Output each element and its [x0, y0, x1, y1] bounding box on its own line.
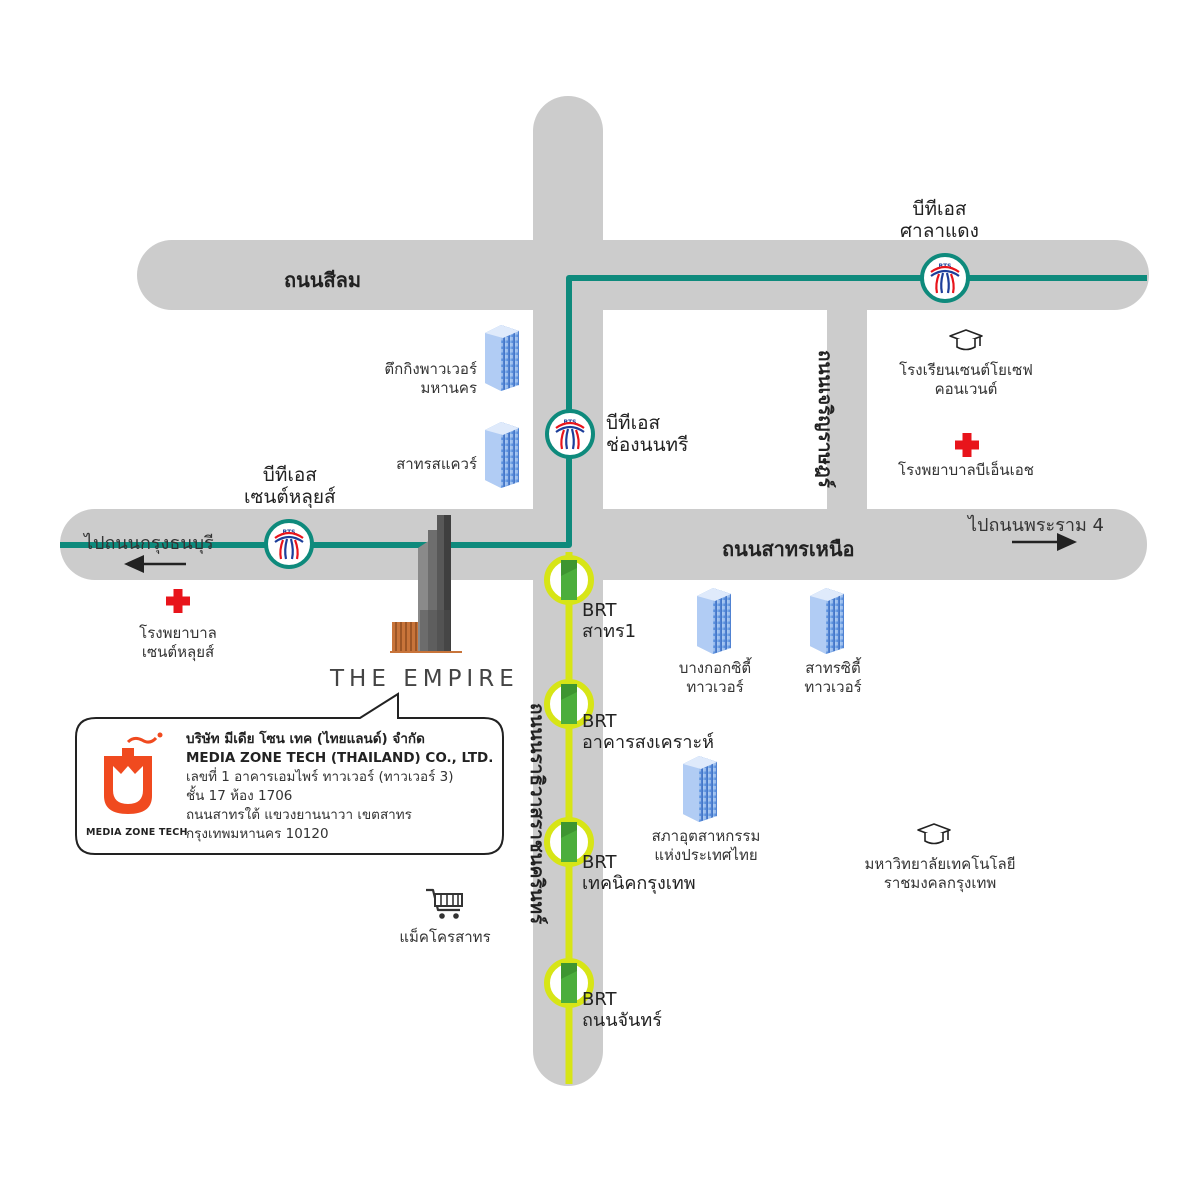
hospital-cross-icon — [166, 589, 190, 613]
bts-line — [60, 275, 1147, 548]
sathorn-nuea-road — [60, 509, 1147, 580]
empire-tower-icon — [390, 515, 462, 653]
road-label-sathorn-nuea: ถนนสาทรเหนือ — [722, 537, 855, 561]
road-label-narathiwat: ถนนนราธิวาสราชนครินทร์ — [526, 703, 548, 925]
bts-label-saint-louis: บีทีเอสเซนต์หลุยส์ — [244, 464, 336, 508]
landmark-st-joseph[interactable]: โรงเรียนเซนต์โยเซฟคอนเวนต์ — [899, 361, 1033, 398]
road-label-silom: ถนนสีลม — [284, 268, 362, 292]
company-logo — [104, 732, 163, 814]
empire-label: THE EMPIRE — [330, 666, 519, 692]
company-address-line: กรุงเทพมหานคร 10120 — [186, 826, 329, 842]
landmark-kasikorn[interactable]: ตึกกิงพาวเวอร์มหานคร — [384, 360, 477, 397]
company-info: บริษัท มีเดีย โซน เทค (ไทยแลนด์) จำกัด M… — [186, 730, 493, 844]
bts-station-saint-louis[interactable] — [264, 519, 314, 569]
bts-station-chongnonsi[interactable] — [545, 409, 595, 459]
roads — [60, 96, 1149, 1086]
charoen-rat-road — [827, 290, 867, 540]
arrow-right-icon — [1012, 533, 1077, 551]
building-icon — [485, 325, 519, 391]
company-name-th: บริษัท มีเดีย โซน เทค (ไทยแลนด์) จำกัด — [186, 731, 425, 747]
building-icon — [697, 588, 731, 654]
landmark-sathorn-city-tower[interactable]: สาทรซิตี้ทาวเวอร์ — [804, 659, 862, 696]
landmark-bangkok-city-tower[interactable]: บางกอกซิตี้ทาวเวอร์ — [678, 659, 752, 696]
company-address-line: ชั้น 17 ห้อง 1706 — [186, 788, 293, 804]
company-callout — [75, 692, 504, 855]
brt-station-sathorn[interactable] — [547, 558, 591, 602]
bts-label-saladaeng: บีทีเอสศาลาแดง — [900, 198, 979, 242]
company-address-line: ถนนสาทรใต้ แขวงยานนาวา เขตสาทร — [186, 807, 412, 823]
direction-left-label: ไปถนนกรุงธนบุรี — [84, 533, 214, 554]
building-icon — [485, 422, 519, 488]
graduation-cap-icon — [917, 823, 951, 845]
hospital-cross-icon — [955, 433, 979, 457]
company-logo-text: MEDIA ZONE TECH — [86, 827, 188, 838]
landmark-makro[interactable]: แม็คโครสาทร — [399, 928, 491, 946]
building-icon — [810, 588, 844, 654]
bts-label-chongnonsi: บีทีเอสช่องนนทรี — [606, 412, 689, 456]
shopping-cart-icon — [426, 888, 463, 919]
company-name-en: MEDIA ZONE TECH (THAILAND) CO., LTD. — [186, 750, 494, 766]
building-icon — [683, 756, 717, 822]
landmark-saint-louis-hospital[interactable]: โรงพยาบาลเซนต์หลุยส์ — [139, 624, 217, 661]
graduation-cap-icon — [949, 329, 983, 351]
arrow-left-icon — [124, 555, 186, 573]
company-address-line: เลขที่ 1 อาคารเอมไพร์ ทาวเวอร์ (ทาวเวอร์… — [186, 769, 454, 785]
landmark-rmutk[interactable]: มหาวิทยาลัยเทคโนโลยีราชมงคลกรุงเทพ — [864, 855, 1016, 892]
landmark-sathorn-square[interactable]: สาทรสแควร์ — [396, 455, 477, 473]
road-label-charoen-rat: ถนนเจริญราษฎร์ — [814, 350, 836, 488]
landmark-fti[interactable]: สภาอุตสาหกรรมแห่งประเทศไทย — [651, 827, 761, 864]
landmark-bnh-hospital[interactable]: โรงพยาบาลบีเอ็นเอช — [898, 461, 1034, 479]
direction-right-label: ไปถนนพระราม 4 — [968, 515, 1105, 536]
bts-station-saladaeng[interactable] — [920, 253, 970, 303]
